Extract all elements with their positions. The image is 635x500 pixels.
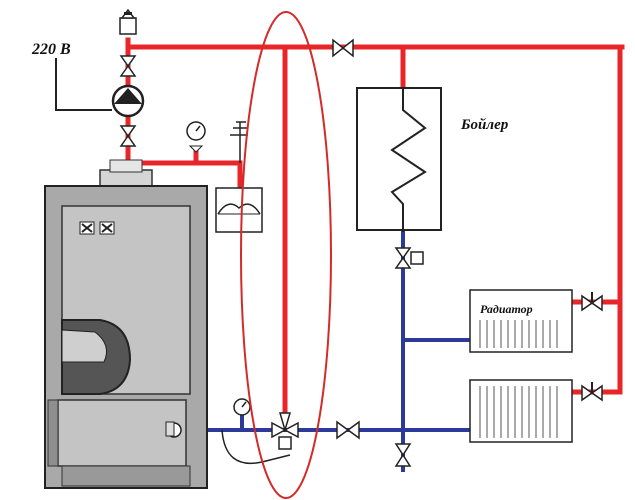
pump-power-wire: [55, 58, 112, 111]
voltage-label: 220 В: [31, 41, 71, 58]
valve-riser-upper-icon: [119, 55, 137, 77]
pressure-gauge-top-icon: [186, 121, 206, 153]
expansion-tank-icon: [215, 121, 263, 233]
shutoff-valves: [119, 38, 603, 467]
heating-boiler-unit: [44, 159, 208, 489]
bypass-highlight-ellipse: [240, 11, 332, 499]
valve-top-main-icon: [332, 38, 354, 58]
drain-valve-icon: [165, 421, 182, 438]
three-way-valve-icon: [271, 412, 299, 450]
valve-boiler-return-icon: [394, 247, 412, 269]
radiator-1: [469, 289, 573, 353]
valve-stems: [410, 251, 593, 392]
dhw-boiler-tank: [356, 87, 442, 232]
air-vent-icon: [119, 8, 137, 35]
boiler-label: Бойлер: [460, 117, 509, 133]
boiler-control-icons: [79, 221, 115, 235]
valve-return-main-icon: [336, 420, 360, 440]
burner-window-inner: [61, 329, 107, 363]
radiator-label-bg: [478, 300, 558, 318]
boiler-base: [61, 465, 191, 487]
radiator-label: Радиатор: [480, 302, 533, 316]
radiator-2: [469, 379, 573, 443]
boiler-door-left-edge: [47, 399, 59, 467]
valve-radiator-1-icon: [581, 294, 603, 312]
flue-top: [109, 159, 143, 173]
valve-riser-lower-icon: [119, 125, 137, 147]
valve-radiator-2-icon: [581, 384, 603, 402]
pressure-gauge-bottom-icon: [233, 398, 251, 416]
valve-return-bottom-icon: [394, 443, 412, 467]
heat-exchanger-coil: [390, 88, 427, 232]
circulation-pump-icon: [111, 84, 145, 118]
boiler-lower-door: [57, 399, 187, 467]
